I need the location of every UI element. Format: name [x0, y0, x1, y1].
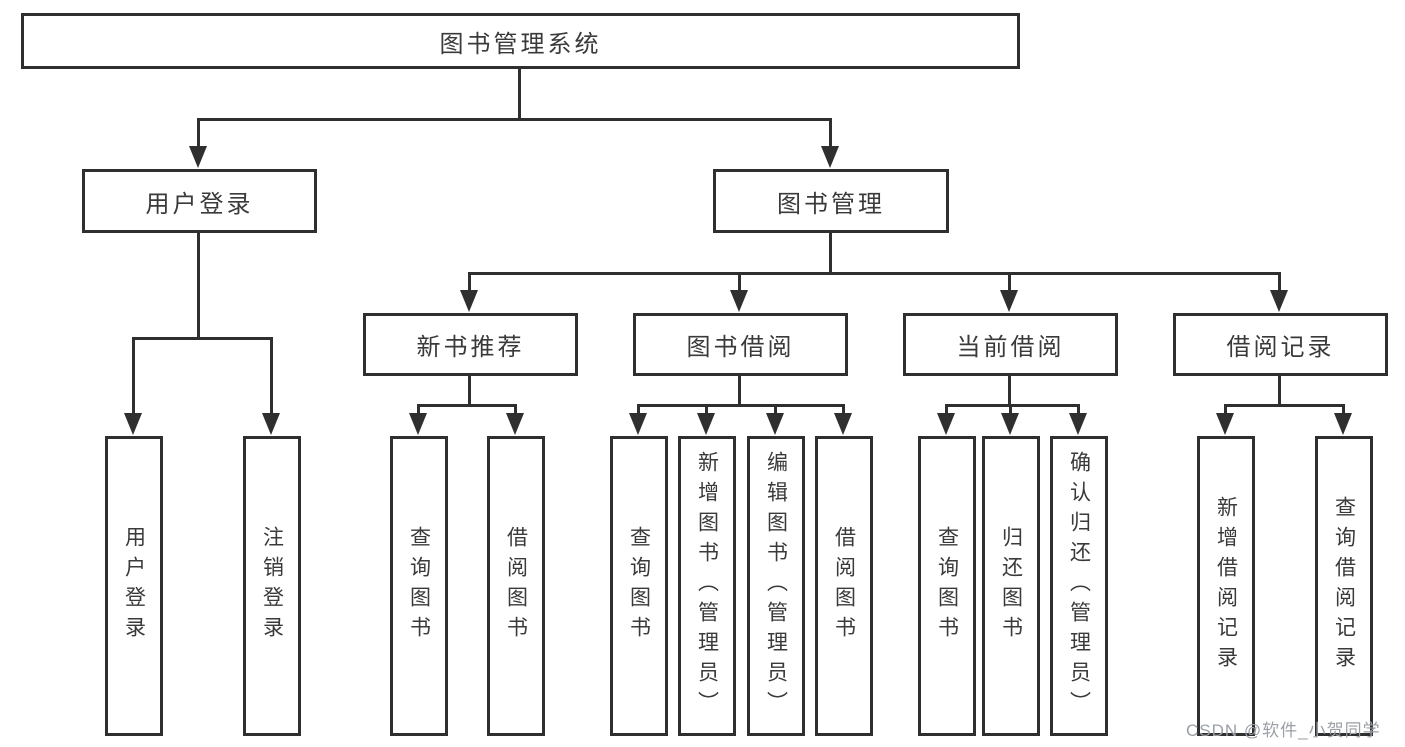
connector-line-v — [829, 233, 832, 275]
node-book-borrow: 图书借阅 — [633, 313, 848, 376]
arrow-down-icon — [1270, 272, 1288, 312]
leaf-label: 查询图书 — [627, 526, 651, 646]
connector-line-v — [197, 233, 200, 340]
connector-line-h — [468, 272, 1281, 275]
leaf-label: 查询借阅记录 — [1332, 496, 1356, 676]
arrow-down-icon — [506, 404, 524, 435]
leaf-label: 借阅图书 — [832, 526, 856, 646]
arrow-down-icon — [834, 404, 852, 435]
leaf-logout: 注销登录 — [243, 436, 301, 736]
leaf-edit-book-admin: 编辑图书（管理员） — [747, 436, 805, 736]
arrow-down-icon — [1000, 272, 1018, 312]
node-current-borrow: 当前借阅 — [903, 313, 1118, 376]
leaf-borrow-books: 借阅图书 — [815, 436, 873, 736]
arrow-down-icon — [730, 272, 748, 312]
node-user-login: 用户登录 — [82, 169, 317, 233]
connector-line-v — [738, 376, 741, 407]
leaf-label: 注销登录 — [260, 526, 284, 646]
leaf-label: 新增图书（管理员） — [695, 451, 719, 721]
arrow-down-icon — [629, 404, 647, 435]
connector-line-v — [1008, 376, 1011, 407]
leaf-query-borrow-record: 查询借阅记录 — [1315, 436, 1373, 736]
leaf-label: 归还图书 — [999, 526, 1023, 646]
connector-line-h — [132, 337, 273, 340]
leaf-confirm-return-admin: 确认归还（管理员） — [1050, 436, 1108, 736]
connector-line-h — [637, 404, 845, 407]
arrow-down-icon — [697, 404, 715, 435]
leaf-return-book: 归还图书 — [982, 436, 1040, 736]
node-new-book-recommend: 新书推荐 — [363, 313, 578, 376]
connector-line-h — [1224, 404, 1345, 407]
arrow-down-icon — [1334, 404, 1352, 435]
arrow-down-icon — [124, 337, 142, 435]
arrow-down-icon — [821, 118, 839, 168]
connector-line-h — [417, 404, 517, 407]
connector-line-v — [468, 376, 471, 407]
node-borrow-records: 借阅记录 — [1173, 313, 1388, 376]
connector-line-v — [518, 69, 521, 121]
leaf-query-books-current: 查询图书 — [918, 436, 976, 736]
arrow-down-icon — [1001, 404, 1019, 435]
leaf-label: 编辑图书（管理员） — [764, 451, 788, 721]
arrow-down-icon — [766, 404, 784, 435]
leaf-label: 确认归还（管理员） — [1067, 451, 1091, 721]
arrow-down-icon — [460, 272, 478, 312]
arrow-down-icon — [409, 404, 427, 435]
csdn-watermark: CSDN @软件_小贺同学 — [1186, 721, 1381, 740]
connector-line-h — [197, 118, 832, 121]
leaf-user-login: 用户登录 — [105, 436, 163, 736]
connector-line-v — [1278, 376, 1281, 407]
arrow-down-icon — [937, 404, 955, 435]
leaf-label: 用户登录 — [122, 526, 146, 646]
leaf-label: 借阅图书 — [504, 526, 528, 646]
leaf-add-borrow-record: 新增借阅记录 — [1197, 436, 1255, 736]
leaf-label: 新增借阅记录 — [1214, 496, 1238, 676]
arrow-down-icon — [1216, 404, 1234, 435]
node-book-mgmt: 图书管理 — [713, 169, 949, 233]
arrow-down-icon — [262, 337, 280, 435]
leaf-borrow-books-recommend: 借阅图书 — [487, 436, 545, 736]
connector-line-h — [945, 404, 1080, 407]
leaf-query-books-borrow: 查询图书 — [610, 436, 668, 736]
leaf-label: 查询图书 — [935, 526, 959, 646]
leaf-label: 查询图书 — [407, 526, 431, 646]
arrow-down-icon — [1069, 404, 1087, 435]
leaf-query-books-recommend: 查询图书 — [390, 436, 448, 736]
node-root: 图书管理系统 — [21, 13, 1020, 69]
arrow-down-icon — [189, 118, 207, 168]
leaf-add-book-admin: 新增图书（管理员） — [678, 436, 736, 736]
